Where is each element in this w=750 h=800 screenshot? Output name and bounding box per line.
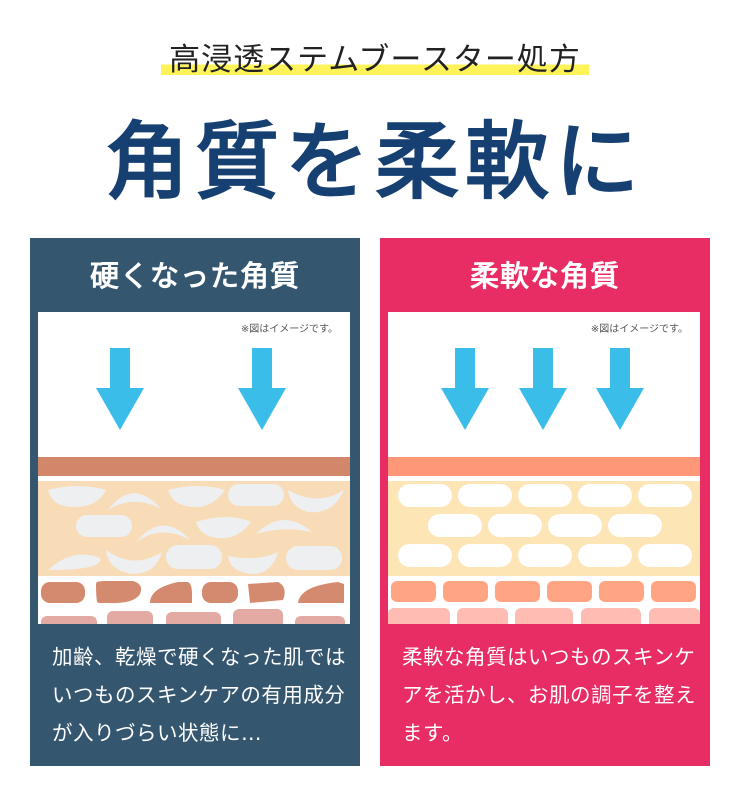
subtitle-text: 高浸透ステムブースター処方: [161, 42, 589, 78]
surface-layer: [38, 457, 350, 476]
basal-cells-row: [41, 609, 345, 624]
image-note: ※図はイメージです。: [240, 324, 338, 335]
surface-layer: [388, 457, 700, 476]
living-cells-row: [391, 581, 696, 602]
panel-title: 柔軟な角質: [469, 259, 620, 293]
image-note: ※図はイメージです。: [590, 324, 688, 335]
hard-keratin-panel: 硬くなった角質 ※図: [30, 238, 360, 766]
arrow-down-icon: [441, 348, 644, 430]
basal-cells-row: [388, 608, 700, 624]
soft-skin-illustration: ※図はイメージです。: [388, 312, 700, 624]
hard-keratin-cells: [48, 484, 344, 574]
headline: 角質を柔軟に: [104, 112, 645, 211]
subtitle: 高浸透ステムブースター処方: [0, 34, 750, 79]
soft-keratin-cells: [398, 484, 692, 567]
panel-description: 柔軟な角質はいつものスキンケアを活かし、お肌の調子を整えます。: [402, 645, 696, 745]
living-cells-row: [41, 581, 344, 604]
soft-keratin-panel: 柔軟な角質 ※図はイメージです。 柔軟な角質はいつものスキンケアを活かし、お肌の…: [380, 238, 710, 766]
hard-skin-illustration: ※図はイメージです。: [38, 312, 350, 624]
panel-title: 硬くなった角質: [89, 259, 300, 293]
panel-description: 加齢、乾燥で硬くなった肌ではいつものスキンケアの有用成分が入りづらい状態に…: [52, 645, 346, 745]
arrow-down-icon: [96, 348, 286, 430]
skin-diagram: [388, 348, 700, 624]
skin-diagram: [38, 348, 350, 624]
